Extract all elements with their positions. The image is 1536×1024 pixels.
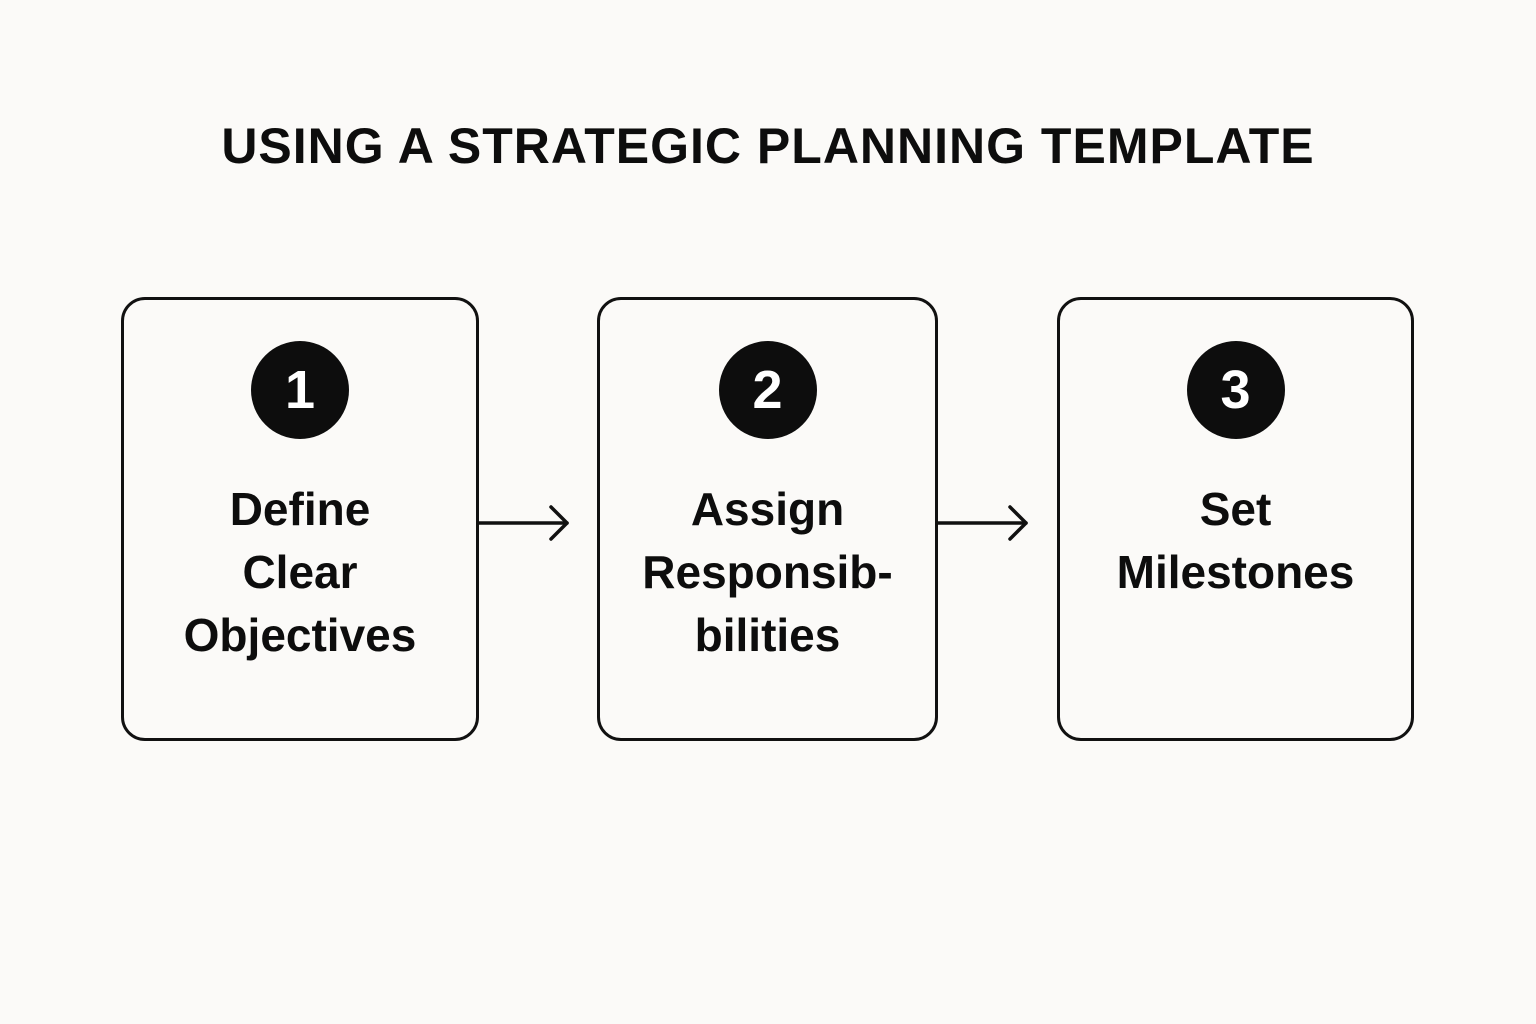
step-label-line: Milestones	[1116, 546, 1355, 598]
step-label-line: Objectives	[183, 609, 417, 661]
step-number-badge-3: 3	[1186, 341, 1285, 439]
step-label-line: Clear	[242, 546, 358, 598]
diagram-title: USING A STRATEGIC PLANNING TEMPLATE	[221, 118, 1315, 174]
step-card-1: 1 Define Clear Objectives	[121, 297, 479, 741]
step-label-line: Set	[1199, 483, 1272, 535]
step-label-line: Assign	[690, 483, 845, 535]
step-card-2: 2 Assign Responsib- bilities	[597, 297, 938, 741]
arrow-right-icon	[938, 505, 1028, 541]
step-label-2: Assign Responsib- bilities	[600, 478, 935, 667]
step-label-1: Define Clear Objectives	[124, 478, 476, 667]
step-card-3: 3 Set Milestones	[1057, 297, 1414, 741]
arrow-right-icon	[479, 505, 569, 541]
step-label-line: bilities	[694, 609, 841, 661]
step-number-badge-1: 1	[251, 341, 349, 439]
step-label-3: Set Milestones	[1060, 478, 1411, 604]
step-label-line: Define	[229, 483, 371, 535]
step-number-badge-2: 2	[718, 341, 817, 439]
step-label-line: Responsib-	[642, 546, 893, 598]
